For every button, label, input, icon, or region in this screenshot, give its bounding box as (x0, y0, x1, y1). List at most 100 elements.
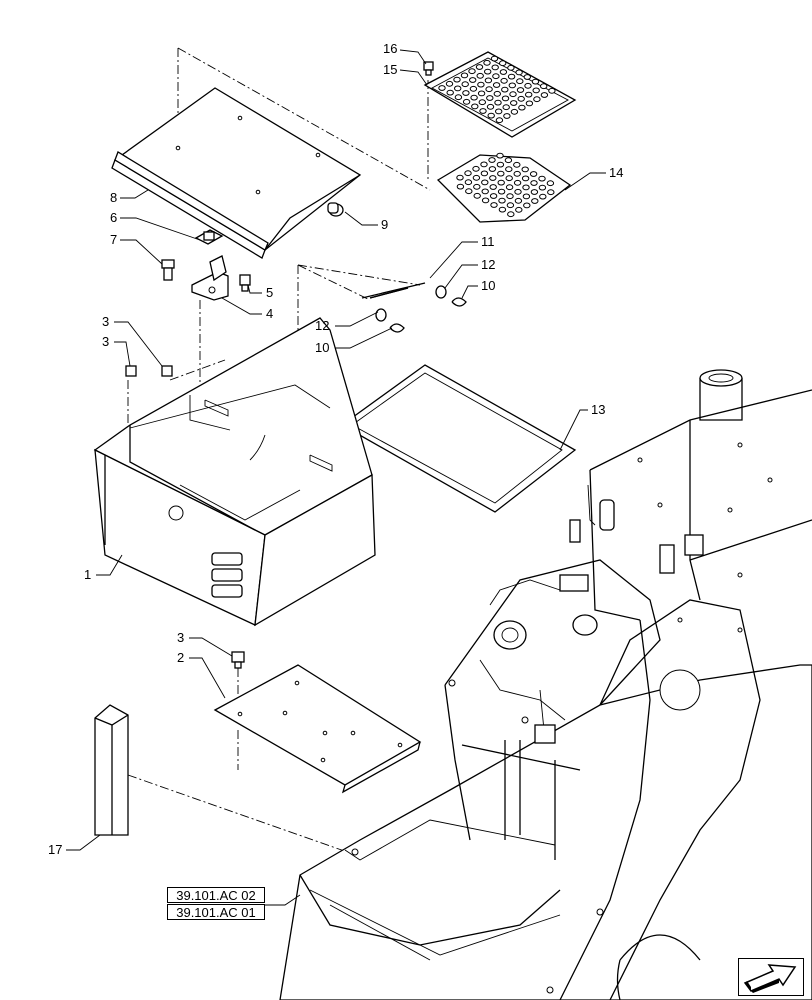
perforation-hole (546, 180, 555, 187)
perforation-hole (513, 161, 521, 168)
callout-14[interactable]: 14 (609, 165, 623, 180)
perforation-hole (484, 68, 492, 75)
perforation-hole (495, 108, 503, 115)
callout-17[interactable]: 17 (48, 842, 62, 857)
perforation-hole (505, 184, 514, 191)
callout-12-bottom[interactable]: 12 (315, 318, 329, 333)
perforation-hole (516, 87, 525, 93)
bolt-5[interactable] (239, 274, 251, 292)
callout-13[interactable]: 13 (591, 402, 605, 417)
perforation-hole (470, 94, 478, 101)
perforation-hole (525, 100, 534, 107)
clip-10[interactable] (389, 297, 467, 333)
callout-2[interactable]: 2 (177, 650, 184, 665)
callout-3-lower[interactable]: 3 (177, 630, 184, 645)
perforation-hole (493, 90, 501, 97)
perforation-hole (540, 92, 549, 98)
perforation-hole (516, 78, 524, 85)
perforation-hole (483, 59, 491, 66)
perforation-hole (507, 211, 515, 218)
perforation-hole (492, 73, 500, 80)
perforation-hole (513, 170, 521, 177)
perforation-hole (473, 192, 481, 199)
perforation-hole (499, 69, 508, 75)
perforation-hole (489, 175, 497, 181)
perforated-mat[interactable] (436, 152, 572, 223)
callout-8[interactable]: 8 (110, 190, 117, 205)
gas-strut-11[interactable] (361, 282, 426, 299)
battery-cover-lid[interactable] (111, 87, 362, 259)
perforation-hole (464, 179, 473, 186)
perforation-hole (539, 193, 547, 200)
perforation-hole (484, 77, 493, 84)
callout-5[interactable]: 5 (266, 285, 273, 300)
knob-9[interactable] (327, 202, 344, 217)
perforation-hole (506, 202, 515, 209)
perforation-hole (496, 152, 504, 159)
perforation-hole (514, 188, 522, 195)
callout-4[interactable]: 4 (266, 306, 273, 321)
perforation-hole (477, 90, 486, 97)
callout-1[interactable]: 1 (84, 567, 91, 582)
perforation-hole (497, 170, 505, 177)
perforation-hole (532, 87, 540, 94)
latch-6[interactable] (194, 229, 224, 245)
perforation-hole (501, 86, 509, 93)
perforation-hole (522, 193, 531, 200)
callout-9[interactable]: 9 (381, 217, 388, 232)
perforation-hole (548, 87, 556, 94)
perforation-hole (506, 193, 514, 200)
callout-3-upper[interactable]: 3 (102, 314, 109, 329)
callout-7[interactable]: 7 (110, 232, 117, 247)
perforation-hole (502, 104, 510, 111)
perforation-hole (529, 171, 538, 177)
perforated-tray-plate[interactable] (423, 51, 577, 138)
base-plate[interactable] (213, 664, 422, 794)
perforation-hole (480, 170, 489, 177)
screw-16[interactable] (423, 61, 434, 76)
perforation-hole (490, 202, 498, 208)
perforation-hole (513, 179, 522, 186)
perforation-hole (510, 100, 518, 106)
perforation-hole (454, 94, 463, 101)
gasket-frame[interactable] (340, 364, 577, 513)
perforation-hole (454, 85, 462, 92)
bolt-7[interactable] (161, 259, 175, 281)
next-page-button[interactable] (738, 958, 804, 996)
perforation-hole (489, 193, 498, 199)
latch-bracket-4[interactable] (191, 255, 229, 301)
bolts-3[interactable] (125, 365, 245, 669)
spacer-block[interactable] (94, 704, 129, 836)
callout-10-bottom[interactable]: 10 (315, 340, 329, 355)
callout-12-top[interactable]: 12 (481, 257, 495, 272)
reference-link-39-101-ac-02[interactable]: 39.101.AC 02 (167, 887, 265, 903)
callout-10-top[interactable]: 10 (481, 278, 495, 293)
callout-15[interactable]: 15 (383, 62, 397, 77)
perforation-hole (462, 98, 471, 105)
callout-3-middle[interactable]: 3 (102, 334, 109, 349)
perforation-hole (497, 188, 506, 195)
perforation-hole (494, 99, 502, 106)
perforation-hole (508, 82, 516, 89)
callout-11[interactable]: 11 (481, 234, 495, 249)
perforation-hole (460, 72, 469, 79)
perforation-hole (475, 64, 484, 70)
washer-12[interactable] (375, 285, 447, 322)
perforation-hole (530, 180, 538, 186)
perforation-hole (533, 96, 541, 103)
perforation-hole (515, 69, 523, 76)
perforation-hole (538, 175, 546, 182)
reference-link-39-101-ac-01[interactable]: 39.101.AC 01 (167, 904, 265, 920)
perforation-hole (524, 82, 532, 89)
machine-chassis (279, 369, 812, 1000)
perforation-hole (453, 76, 461, 83)
callout-6[interactable]: 6 (110, 210, 117, 225)
perforation-hole (530, 189, 539, 195)
perforation-hole (523, 202, 531, 209)
next-page-arrow-icon (743, 964, 797, 993)
perforation-hole (510, 108, 519, 115)
perforation-hole (505, 166, 513, 173)
battery-box[interactable] (93, 317, 376, 627)
callout-16[interactable]: 16 (383, 41, 397, 56)
